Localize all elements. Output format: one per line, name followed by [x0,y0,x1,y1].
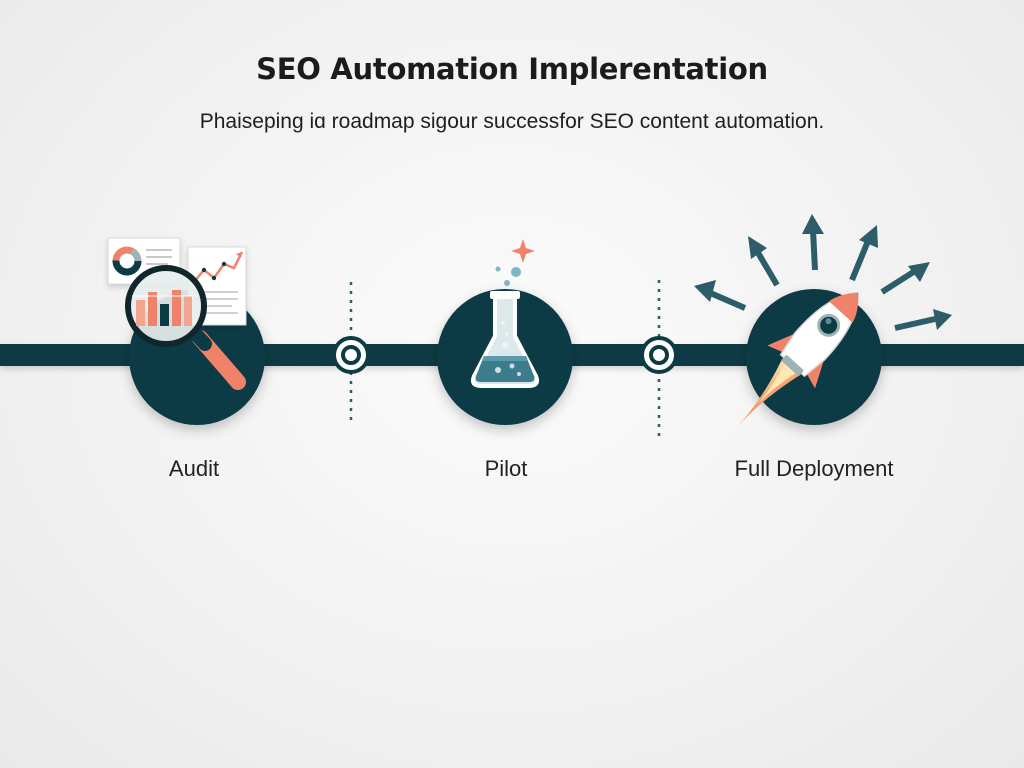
phase-label-audit: Audit [168,456,220,481]
magnifier-report-icon [107,237,247,390]
page-subtitle: Phaiseping iɑ roadmap sigour successfor … [199,110,825,133]
timeline-node [640,336,678,374]
phase-label-deployment: Full Deployment [734,456,894,481]
rocket-icon [694,214,952,428]
page-title: SEO Automation Implerentation [256,52,768,86]
flask-icon [470,239,540,388]
phase-label-pilot: Pilot [484,456,528,481]
timeline-node [332,336,370,374]
